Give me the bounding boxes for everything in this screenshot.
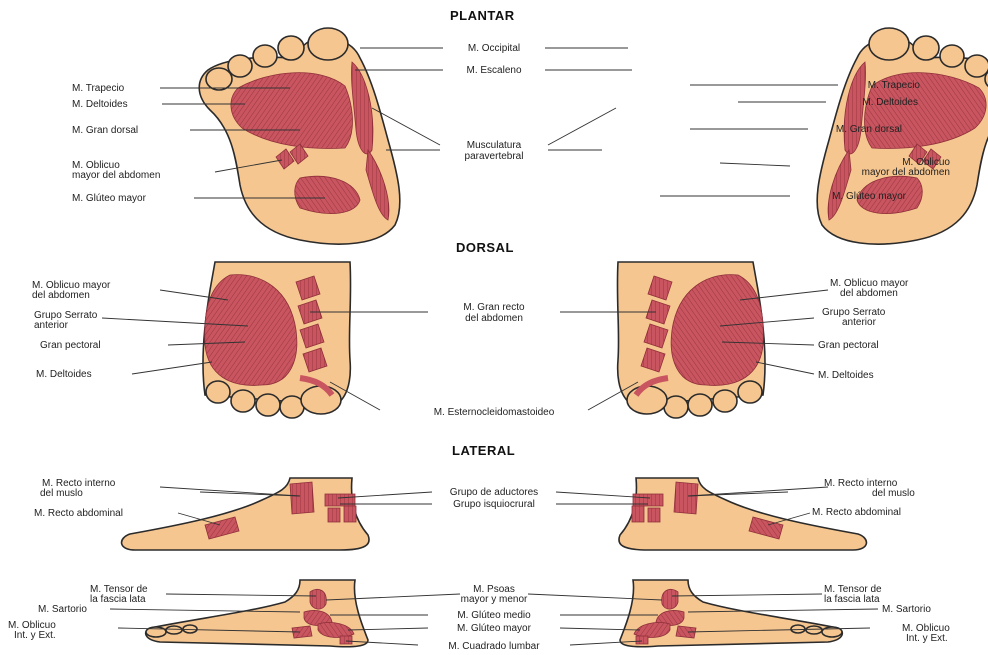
label-lat-left-sartorio: M. Sartorio <box>38 604 87 615</box>
section-title-lateral: LATERAL <box>452 443 515 458</box>
label-dorsal-right-deltoides: M. Deltoides <box>818 370 874 381</box>
label-lat-right-recto-interno-2: del muslo <box>872 488 915 499</box>
label-dorsal-left-oblicuo-2: del abdomen <box>32 290 90 301</box>
label-dorsal-right-oblicuo-2: del abdomen <box>840 288 898 299</box>
label-plantar-right-oblicuo-2: mayor del abdomen <box>862 167 950 178</box>
label-escaleno: M. Escaleno <box>448 65 540 76</box>
label-plantar-right-trapecio: M. Trapecio <box>868 80 920 91</box>
label-gran-recto: M. Gran recto <box>430 302 558 313</box>
label-esternocleidomastoideo: M. Esternocleidomastoideo <box>372 407 616 418</box>
label-lat-right-recto-abdominal: M. Recto abdominal <box>812 507 901 518</box>
label-lat-left-tensor-2: la fascia lata <box>90 594 146 605</box>
label-lat-right-oblicuo-2: Int. y Ext. <box>906 633 948 644</box>
label-dorsal-left-pectoral: Gran pectoral <box>40 340 101 351</box>
label-dorsal-right-serrato-2: anterior <box>842 317 876 328</box>
label-aductores: Grupo de aductores <box>426 487 562 498</box>
label-paravertebral: paravertebral <box>440 151 548 162</box>
label-plantar-right-gran-dorsal: M. Gran dorsal <box>836 124 902 135</box>
label-gran-recto-2: del abdomen <box>430 313 558 324</box>
label-plantar-left-trapecio: M. Trapecio <box>72 83 124 94</box>
label-plantar-left-gran-dorsal: M. Gran dorsal <box>72 125 138 136</box>
label-cuadrado-lumbar: M. Cuadrado lumbar <box>418 641 570 652</box>
label-lat-left-recto-abdominal: M. Recto abdominal <box>34 508 123 519</box>
label-gluteo-medio: M. Glúteo medio <box>428 610 560 621</box>
label-plantar-left-oblicuo-2: mayor del abdomen <box>72 170 160 181</box>
label-dorsal-left-deltoides: M. Deltoides <box>36 369 92 380</box>
label-dorsal-right-pectoral: Gran pectoral <box>818 340 879 351</box>
label-plantar-left-gluteo: M. Glúteo mayor <box>72 193 146 204</box>
label-lat-left-oblicuo-2: Int. y Ext. <box>14 630 56 641</box>
label-plantar-right-deltoides: M. Deltoides <box>862 97 918 108</box>
label-gluteo-mayor: M. Glúteo mayor <box>428 623 560 634</box>
label-occipital: M. Occipital <box>448 43 540 54</box>
label-lat-left-recto-interno-2: del muslo <box>40 488 83 499</box>
section-title-plantar: PLANTAR <box>450 8 515 23</box>
label-psoas-2: mayor y menor <box>440 594 548 605</box>
label-plantar-right-gluteo: M. Glúteo mayor <box>832 191 906 202</box>
label-dorsal-left-serrato-2: anterior <box>34 320 68 331</box>
label-musculatura: Musculatura <box>440 140 548 151</box>
label-plantar-left-deltoides: M. Deltoides <box>72 99 128 110</box>
label-isquiocrural: Grupo isquiocrural <box>426 499 562 510</box>
label-lat-right-sartorio: M. Sartorio <box>882 604 931 615</box>
label-lat-right-tensor-2: la fascia lata <box>824 594 880 605</box>
section-title-dorsal: DORSAL <box>456 240 514 255</box>
